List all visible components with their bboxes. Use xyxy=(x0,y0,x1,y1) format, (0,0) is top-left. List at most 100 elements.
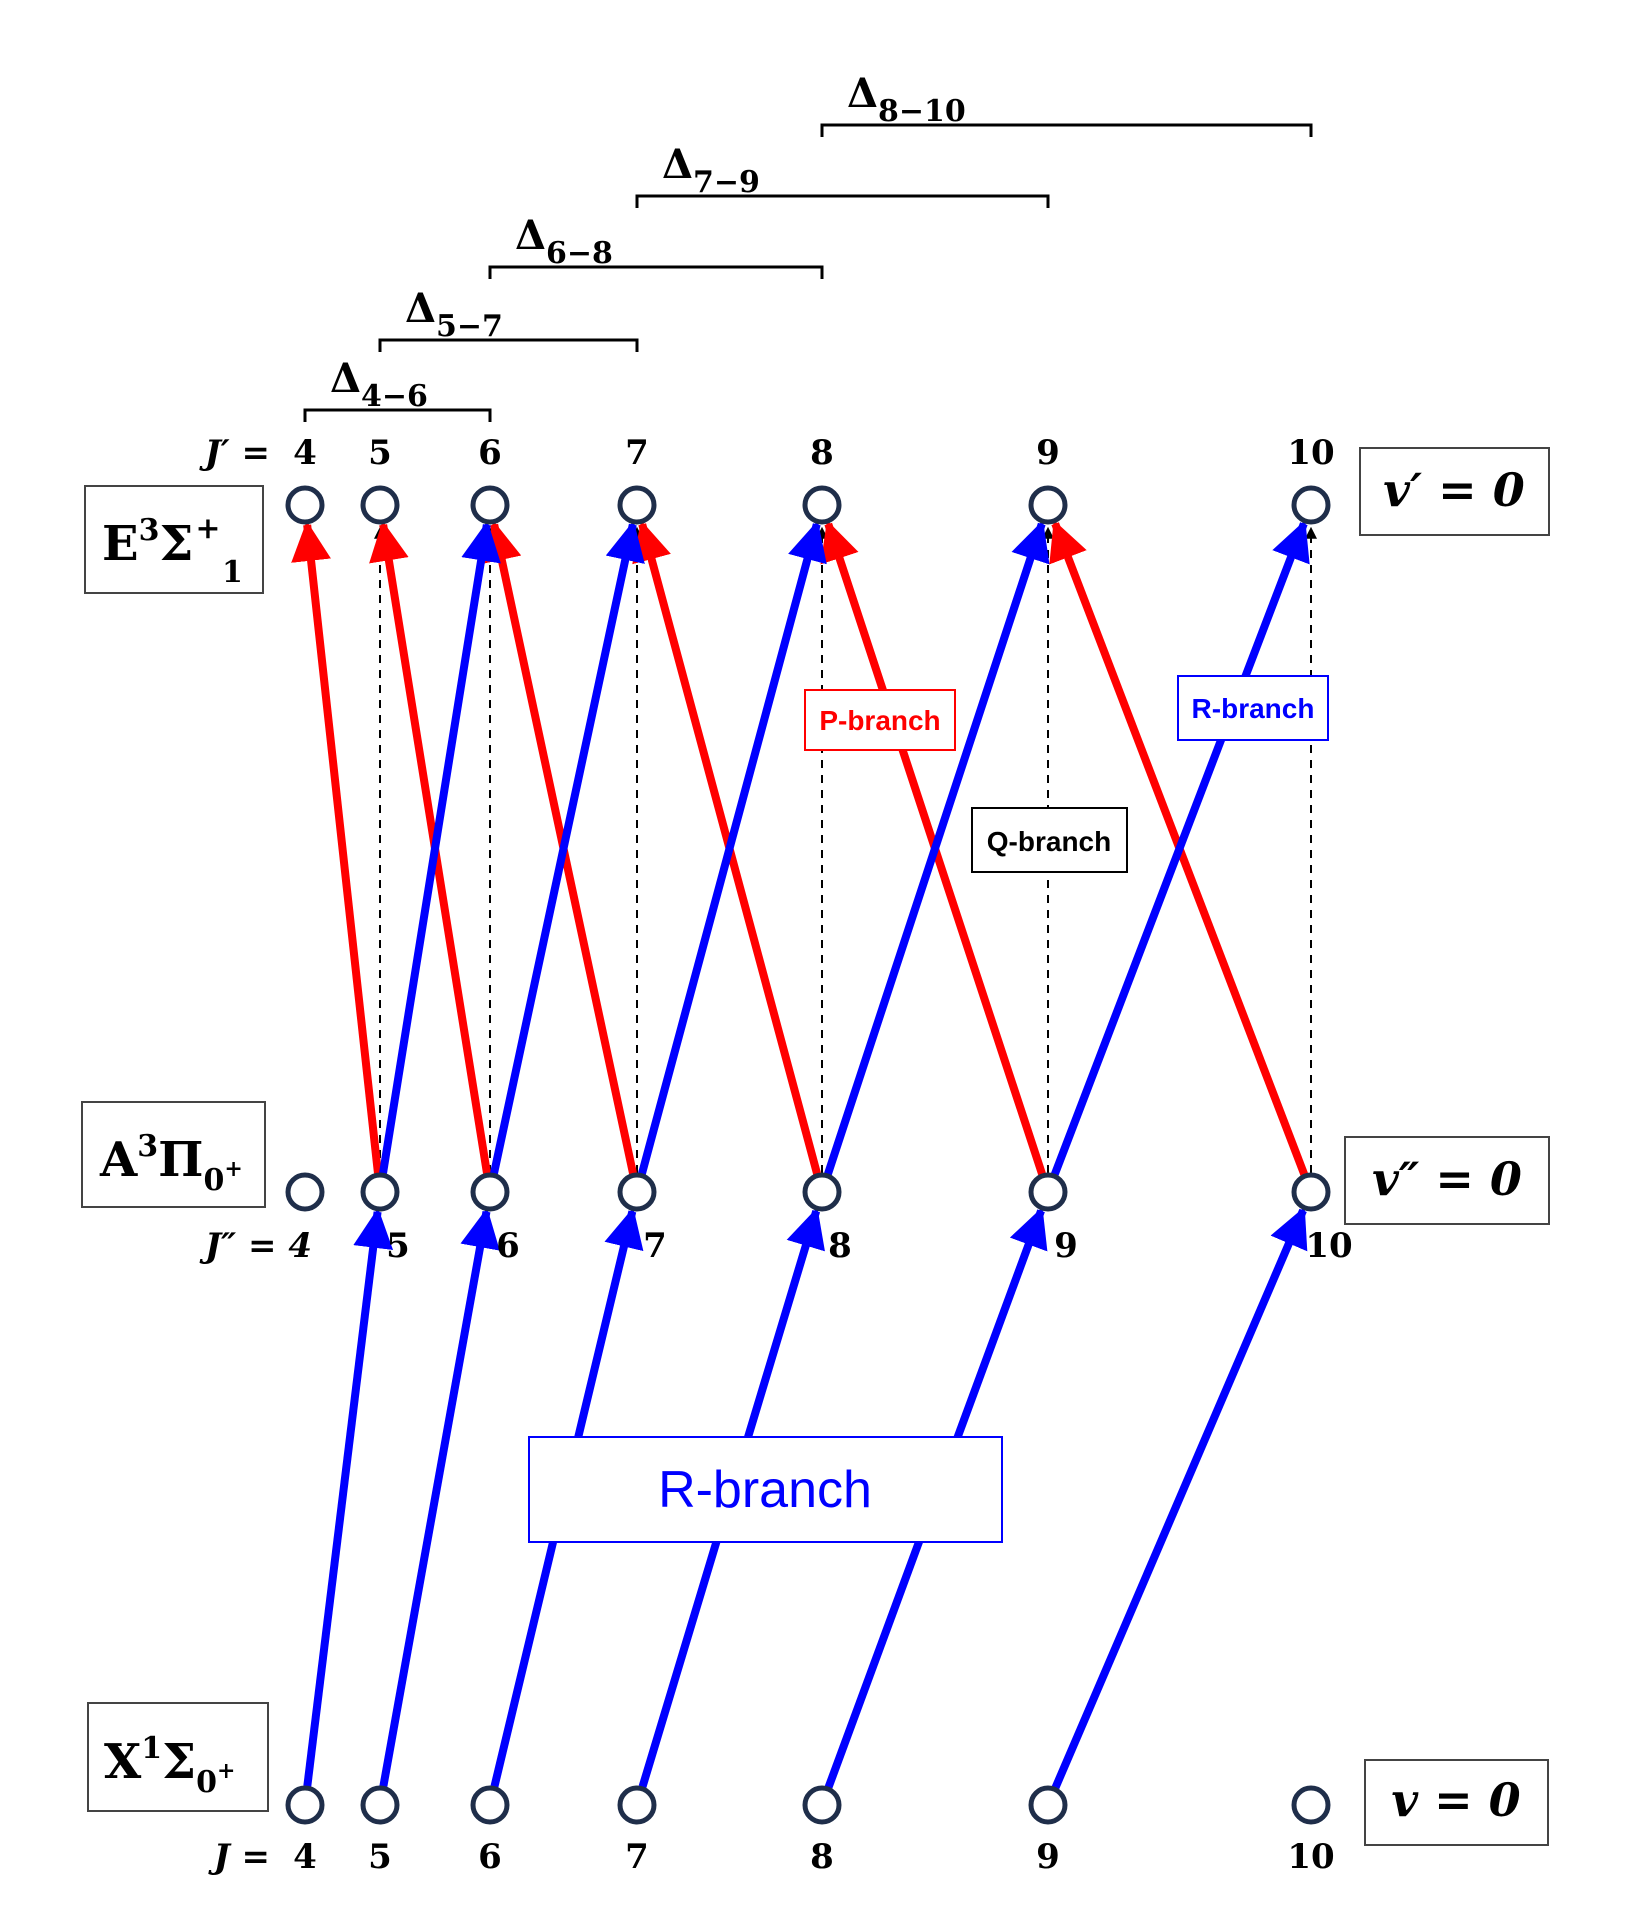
lower-state-symbol: Σ xyxy=(162,1734,196,1790)
p-branch-label: P-branch xyxy=(804,689,956,751)
r-branch-arrow xyxy=(1051,1206,1308,1790)
svg-text:P-branch: P-branch xyxy=(819,705,940,736)
upper-j-labels: 4 5 6 7 8 9 10 xyxy=(293,433,1335,473)
svg-text:v″ = 0: v″ = 0 xyxy=(1372,1152,1522,1206)
lower-j-value: 10 xyxy=(1287,1837,1334,1877)
p-branch-arrows xyxy=(291,519,1308,1176)
lower-level-node xyxy=(802,1785,842,1825)
lower-j-value: 9 xyxy=(1036,1837,1060,1877)
upper-j-value: 5 xyxy=(368,433,392,473)
middle-level-node xyxy=(360,1172,400,1212)
upper-level-node xyxy=(802,485,842,525)
lower-state-label: X1Σ0+ xyxy=(87,1702,269,1812)
delta-label: Δ4−6 xyxy=(330,355,428,414)
upper-j-value: 7 xyxy=(625,433,649,473)
middle-level-node xyxy=(617,1172,657,1212)
middle-state-symbol: Π xyxy=(158,1132,203,1188)
delta-symbol: Δ xyxy=(847,70,878,117)
middle-level-node xyxy=(802,1172,842,1212)
lower-j-prefix: J = xyxy=(208,1837,270,1877)
upper-state-sub: 1 xyxy=(222,555,243,590)
upper-j-value: 10 xyxy=(1287,433,1334,473)
middle-level-node xyxy=(470,1172,510,1212)
middle-v-label: v″ = 0 xyxy=(1344,1136,1550,1225)
r-branch-label-small: R-branch xyxy=(1177,675,1329,741)
r-branch-arrow xyxy=(824,520,1050,1176)
lower-level-node xyxy=(1028,1785,1068,1825)
middle-state-sub: 0 xyxy=(203,1163,224,1198)
r-branch-arrow xyxy=(490,520,645,1175)
r-branch-label-large: R-branch xyxy=(528,1436,1003,1543)
middle-j-prefix: J″ = 4 xyxy=(199,1226,312,1266)
upper-j-value: 6 xyxy=(478,433,502,473)
lower-level-node xyxy=(617,1785,657,1825)
delta-symbol: Δ xyxy=(662,141,693,188)
lower-j-value: 4 xyxy=(293,1837,317,1877)
lower-level-node xyxy=(360,1785,400,1825)
upper-state-letter: E xyxy=(102,516,139,572)
upper-v-label: v′ = 0 xyxy=(1359,447,1550,536)
middle-level-node xyxy=(1291,1172,1331,1212)
delta-bracket xyxy=(303,408,492,422)
delta-subscript: 4−6 xyxy=(361,379,428,414)
upper-level-nodes xyxy=(285,485,1331,525)
delta-bracket xyxy=(488,265,824,279)
r-branch-arrow xyxy=(379,1207,500,1788)
upper-level-node xyxy=(470,485,510,525)
q-branch-label: Q-branch xyxy=(971,807,1128,873)
svg-text:X1Σ0+: X1Σ0+ xyxy=(104,1731,235,1800)
p-branch-arrow xyxy=(291,520,382,1174)
delta-label: Δ7−9 xyxy=(662,141,760,200)
middle-j-value: 8 xyxy=(828,1226,852,1266)
r-branch-arrow xyxy=(379,520,501,1174)
lower-state-subsup: + xyxy=(217,1758,235,1784)
svg-text:R-branch: R-branch xyxy=(1192,693,1315,724)
lower-state-letter: X xyxy=(104,1734,142,1790)
delta-symbol: Δ xyxy=(405,285,436,332)
r-branch-arrows-upper xyxy=(379,519,1310,1176)
middle-level-node xyxy=(285,1172,325,1212)
svg-text:Q-branch: Q-branch xyxy=(987,826,1111,857)
delta-label: Δ6−8 xyxy=(515,212,613,271)
delta-subscript: 7−9 xyxy=(693,165,760,200)
lower-j-value: 8 xyxy=(810,1837,834,1877)
svg-text:R-branch: R-branch xyxy=(658,1461,872,1519)
middle-state-letter: A xyxy=(99,1132,138,1188)
svg-text:v′ = 0: v′ = 0 xyxy=(1383,463,1524,517)
upper-level-node xyxy=(1028,485,1068,525)
delta-subscript: 6−8 xyxy=(546,236,613,271)
svg-text:v = 0: v = 0 xyxy=(1391,1773,1520,1827)
lower-level-node xyxy=(1291,1785,1331,1825)
upper-j-value: 8 xyxy=(810,433,834,473)
middle-level-nodes xyxy=(285,1172,1331,1212)
lower-level-node xyxy=(470,1785,510,1825)
middle-j-value: 10 xyxy=(1305,1226,1352,1266)
lower-level-nodes xyxy=(285,1785,1331,1825)
upper-level-node xyxy=(617,485,657,525)
middle-j-value: 9 xyxy=(1054,1226,1078,1266)
delta-label: Δ8−10 xyxy=(847,70,966,129)
upper-level-node xyxy=(1291,485,1331,525)
middle-level-node xyxy=(1028,1172,1068,1212)
middle-state-label: A3Π0+ xyxy=(81,1101,266,1208)
svg-text:E3Σ+1: E3Σ+1 xyxy=(102,511,243,590)
upper-state-symbol: Σ xyxy=(159,516,193,572)
r-branch-arrow xyxy=(303,1207,394,1787)
delta-subscript: 5−7 xyxy=(436,309,503,344)
upper-j-value: 4 xyxy=(293,433,317,473)
upper-state-sup: + xyxy=(195,511,220,546)
delta-brackets: Δ4−6Δ5−7Δ6−8Δ7−9Δ8−10 xyxy=(303,70,1313,422)
upper-state-multiplicity: 3 xyxy=(139,513,160,548)
delta-label: Δ5−7 xyxy=(405,285,503,344)
upper-state-label: E3Σ+1 xyxy=(84,485,264,594)
upper-j-prefix: J′ = xyxy=(199,433,270,473)
svg-text:A3Π0+: A3Π0+ xyxy=(99,1129,243,1198)
upper-j-value: 9 xyxy=(1036,433,1060,473)
r-branch-arrow xyxy=(638,520,827,1175)
delta-symbol: Δ xyxy=(515,212,546,259)
middle-j-value: 5 xyxy=(386,1226,410,1266)
lower-j-value: 7 xyxy=(625,1837,649,1877)
